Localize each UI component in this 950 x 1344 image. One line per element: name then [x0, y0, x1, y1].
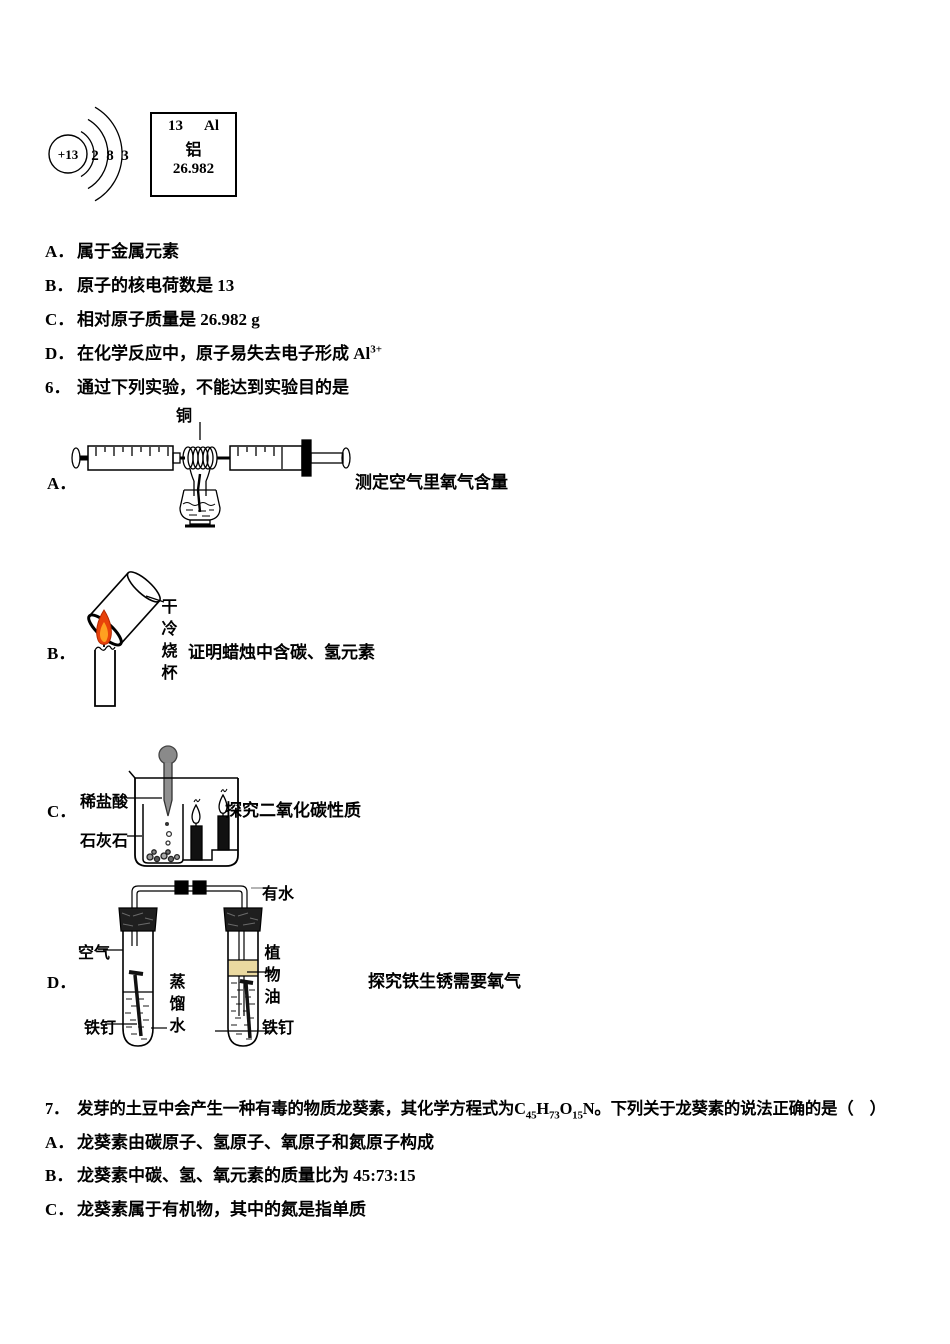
q6-stem: 6． 通过下列实验，不能达到实验目的是 — [45, 373, 349, 398]
dropper — [158, 745, 178, 846]
option-text: 龙葵素中碳、氢、氧元素的质量比为 45:73:15 — [77, 1166, 416, 1185]
experiment-b-apparatus — [87, 571, 165, 707]
short-candle — [190, 798, 203, 861]
q5-option-a: A．属于金属元素 — [45, 237, 179, 262]
ion-charge-superscript: 3+ — [370, 343, 383, 356]
nucleus-charge: +13 — [58, 147, 79, 162]
limestone-cup — [142, 804, 184, 864]
right-nail-head — [239, 979, 254, 985]
option-label: C． — [45, 1200, 75, 1219]
iron-nail-label-right: 铁钉 — [262, 1020, 295, 1037]
tube-clamp — [174, 880, 189, 895]
element-name: 铝 — [185, 142, 202, 159]
limestone-label: 石灰石 — [80, 833, 129, 850]
question-text-pre: 发芽的土豆中会产生一种有毒的物质龙葵素，其化学方程式为 — [77, 1099, 515, 1118]
tall-candle — [217, 788, 230, 851]
left-nail-head — [128, 970, 144, 976]
q7-option-c: C．龙葵素属于有机物，其中的氮是指单质 — [45, 1195, 366, 1220]
air-label: 空气 — [78, 945, 111, 962]
exp-a-label: A． — [47, 474, 77, 493]
copper-coil — [182, 446, 218, 470]
option-label: A． — [45, 242, 75, 261]
beaker — [128, 770, 239, 867]
q5-option-b: B．原子的核电荷数是 13 — [45, 271, 234, 296]
distilled-water-label: 蒸馏水 — [169, 974, 186, 1035]
exp-d-label: D． — [47, 973, 77, 992]
q5-option-c: C．相对原子质量是 26.982 g — [45, 305, 260, 330]
q7-option-a: A．龙葵素由碳原子、氢原子、氧原子和氮原子构成 — [45, 1128, 434, 1153]
question-number: 7． — [45, 1099, 70, 1118]
q7-option-b: B．龙葵素中碳、氢、氧元素的质量比为 45:73:15 — [45, 1161, 416, 1186]
iron-nail-label-left: 铁钉 — [84, 1020, 117, 1037]
right-test-tube — [223, 907, 263, 1047]
option-text: 龙葵素由碳原子、氢原子、氧原子和氮原子构成 — [77, 1133, 434, 1152]
copper-label: 铜 — [176, 408, 193, 425]
option-text: 龙葵素属于有机物，其中的氮是指单质 — [77, 1200, 366, 1219]
electron-shell-arc-1 — [80, 130, 95, 178]
left-test-tube — [118, 907, 158, 1047]
left-syringe — [71, 445, 185, 471]
exp-a-caption: 测定空气里氧气含量 — [355, 473, 508, 492]
option-text: 原子的核电荷数是 13 — [77, 276, 235, 295]
shell1-count: 2 — [91, 148, 99, 164]
exp-b-label: B． — [47, 644, 76, 663]
vegetable-oil-label: 植物油 — [264, 945, 281, 1006]
oil-layer — [229, 960, 257, 976]
exp-c-label: C． — [47, 802, 77, 821]
experiment-d-apparatus — [103, 880, 274, 1047]
q7-stem: 7． 发芽的土豆中会产生一种有毒的物质龙葵素，其化学方程式为C45H73O15N。… — [45, 1095, 886, 1121]
candle-flame — [96, 609, 112, 645]
electron-shell-arc-3 — [94, 106, 123, 202]
option-label: D． — [45, 344, 75, 363]
q5-option-d: D．在化学反应中，原子易失去电子形成 Al3+ — [45, 339, 382, 364]
atomic-mass: 26.982 — [172, 161, 215, 177]
shell2-count: 8 — [106, 148, 114, 164]
option-text: 相对原子质量是 26.982 g — [77, 310, 260, 329]
atomic-number: 13 — [168, 118, 183, 134]
option-label: C． — [45, 310, 75, 329]
question-text-post: 。下列关于龙葵素的说法正确的是（ ） — [594, 1099, 886, 1118]
option-label: B． — [45, 276, 74, 295]
experiment-a-apparatus — [71, 422, 351, 528]
dry-cold-beaker-label: 干冷烧杯 — [161, 599, 178, 682]
has-water-label: 有水 — [262, 886, 295, 903]
exp-c-caption: 探究二氧化碳性质 — [225, 801, 361, 820]
element-symbol: Al — [204, 118, 219, 134]
option-label: B． — [45, 1166, 74, 1185]
left-iron-nail — [133, 974, 143, 1037]
electron-shell-arc-2 — [87, 118, 109, 190]
option-label: A． — [45, 1133, 75, 1152]
option-text: 在化学反应中，原子易失去电子形成 Al — [77, 344, 371, 363]
right-syringe — [217, 439, 351, 477]
nucleus-circle — [48, 134, 88, 174]
connecting-tube — [131, 880, 274, 910]
question-number: 6． — [45, 378, 71, 397]
element-info-box: 13 Al 铝 26.982 — [150, 112, 237, 197]
option-text: 属于金属元素 — [77, 242, 179, 261]
tube-clamp — [192, 880, 207, 895]
question-text: 通过下列实验，不能达到实验目的是 — [77, 378, 349, 397]
beaker-pointer-line — [145, 595, 165, 603]
dilute-acid-label: 稀盐酸 — [80, 794, 129, 811]
chemical-formula: C45H73O15N — [514, 1099, 595, 1122]
shell3-count: 3 — [121, 148, 129, 164]
experiment-c-apparatus — [127, 745, 239, 867]
right-iron-nail — [244, 982, 252, 1039]
candle — [94, 639, 116, 707]
atom-structure-diagram: +13 2 8 3 — [48, 106, 129, 202]
alcohol-lamp — [179, 468, 221, 528]
exp-b-caption: 证明蜡烛中含碳、氢元素 — [188, 643, 375, 662]
exp-d-caption: 探究铁生锈需要氧气 — [368, 972, 521, 991]
